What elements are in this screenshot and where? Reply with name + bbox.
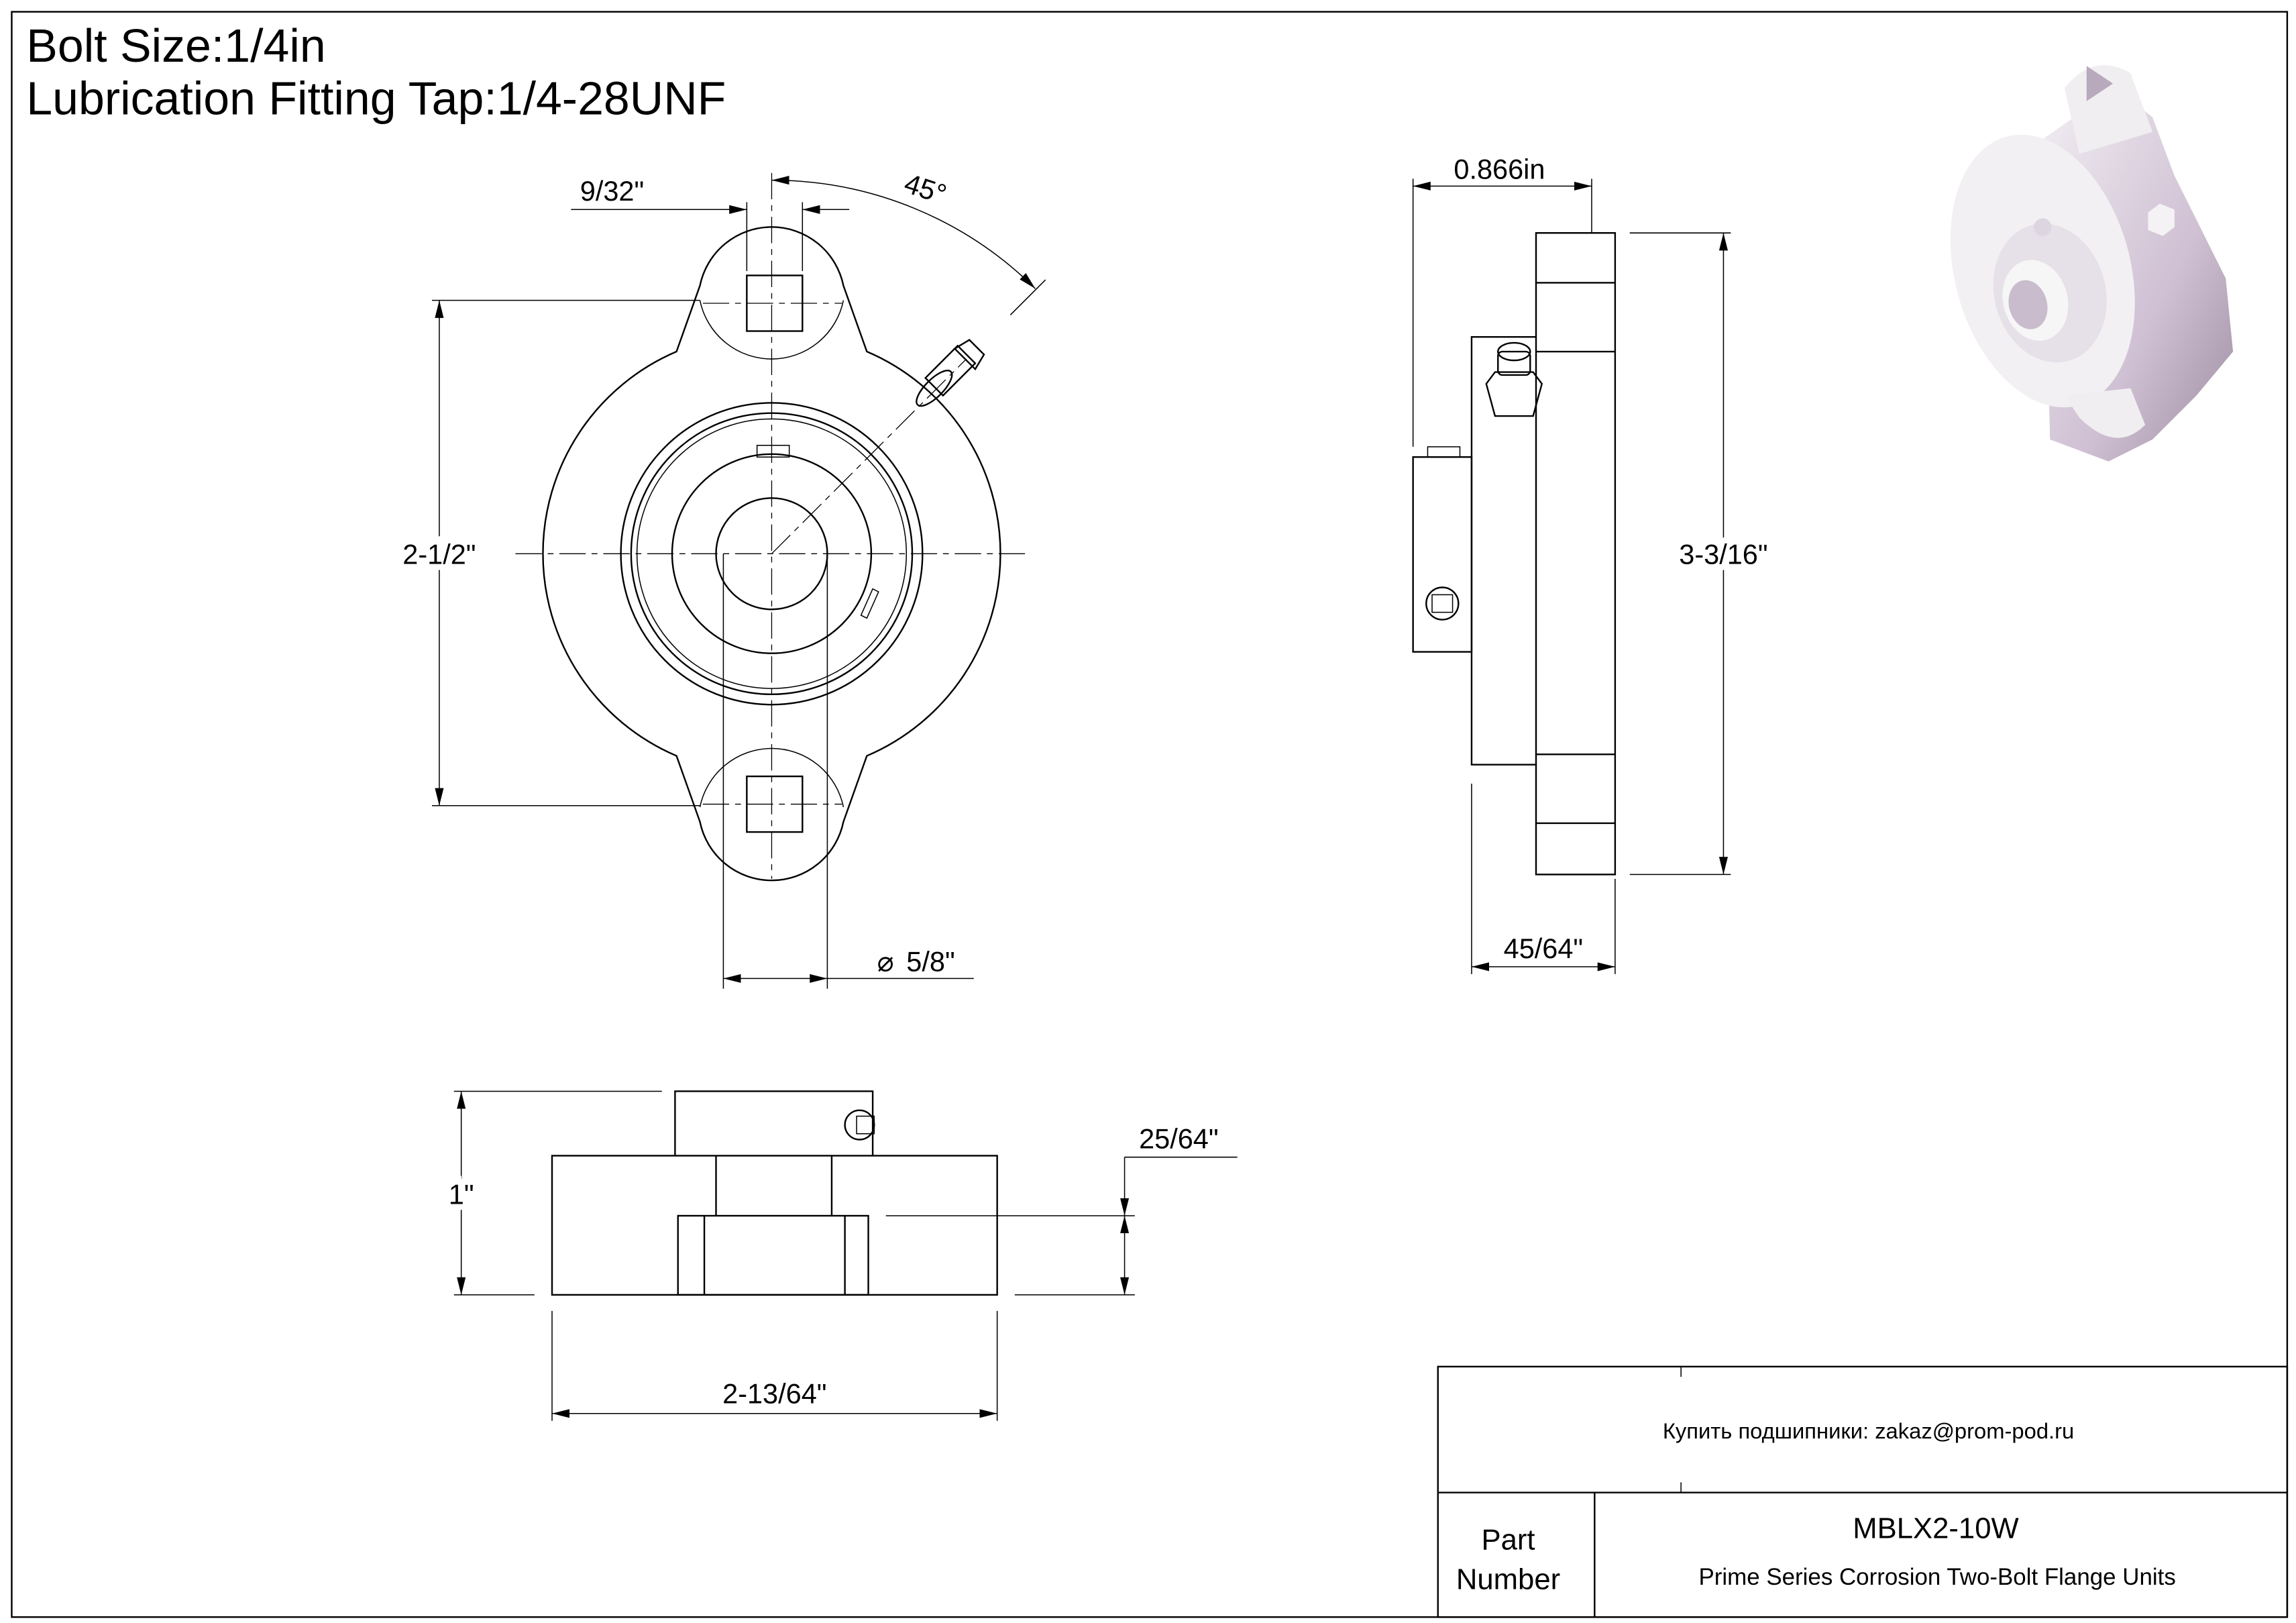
bolt-size-label: Bolt Size:1/4in [26,19,325,72]
overall-width-dimension: 2-13/64" [722,1377,826,1409]
grease-fitting-icon [1485,342,1543,417]
flange-thickness-dimension: 25/64" [1139,1123,1219,1155]
number-label: Number [1456,1563,1560,1596]
bolt-hole-dimension: 9/32" [580,175,644,207]
width-top-dimension: 0.866in [1454,153,1545,185]
isometric-render [1950,64,2234,462]
bottom-view: 1" 25/64" 2-13/64" [443,1090,1238,1421]
bolt-spacing-dimension: 2-1/2" [402,539,476,570]
bore-symbol: ⌀ [877,945,894,977]
lubrication-label: Lubrication Fitting Tap:1/4-28UNF [26,72,726,124]
set-screw-icon [844,1109,875,1141]
overall-height-dimension: 3-3/16" [1679,539,1767,570]
part-label: Part [1481,1524,1535,1557]
bore-dimension: 5/8" [906,945,954,977]
sheet-border [11,11,2289,1618]
flange-width-dimension: 45/64" [1504,933,1584,964]
contact-text: Купить подшипники: zakaz@prom-pod.ru [1663,1418,2074,1443]
total-height-dimension: 1" [449,1179,474,1210]
set-screw-icon [1425,586,1460,621]
title-block: Купить подшипники: zakaz@prom-pod.ru Par… [1437,1365,2289,1618]
part-description: Prime Series Corrosion Two-Bolt Flange U… [1698,1564,2175,1590]
grease-fitting-icon [916,339,985,407]
part-number: MBLX2-10W [1853,1512,2019,1545]
front-view: 2-1/2" 9/32" 45° ⌀ 5/8" [397,167,1046,989]
angle-dimension: 45° [901,167,950,210]
side-view: 0.866in 3-3/16" 45/64" [1412,153,1773,974]
